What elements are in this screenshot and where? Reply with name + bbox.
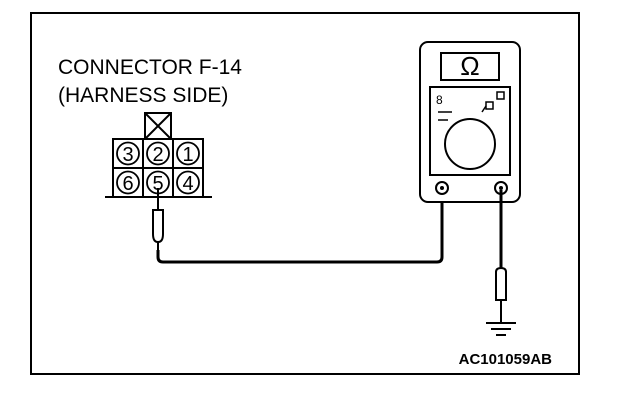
pin-1-label: 1 — [182, 144, 193, 166]
connector-probe-body — [152, 209, 164, 244]
pin-2-circle — [146, 141, 170, 166]
ground-probe — [495, 266, 507, 323]
pin-3-circle — [116, 141, 140, 166]
lead-wire-connector — [156, 190, 444, 264]
pin-2-label: 2 — [152, 144, 163, 166]
pin-4-label: 4 — [182, 173, 193, 195]
connector-lock-cross-b — [144, 112, 172, 140]
ohmmeter-display — [440, 52, 500, 81]
pin-6-label: 6 — [122, 173, 133, 195]
connector-label-line1: CONNECTOR F-14 — [58, 56, 242, 79]
ground-symbol — [486, 322, 516, 336]
ohm-symbol: Ω — [460, 51, 479, 81]
figure-code: AC101059AB — [459, 351, 553, 368]
connector-probe — [152, 188, 164, 250]
pin-4-circle — [176, 170, 200, 195]
ohmmeter-small-square-mid — [485, 101, 494, 110]
pin-1-circle — [176, 141, 200, 166]
ground-probe-body — [495, 266, 507, 301]
ohmmeter-range-mark: 8 — [436, 93, 443, 107]
ohmmeter-tick-right — [481, 105, 487, 113]
ohmmeter-terminal-com-dot — [440, 186, 444, 190]
connector-f14: 3 2 1 6 5 4 — [105, 112, 212, 198]
ohmmeter-small-square-top — [496, 91, 505, 100]
pin-5-label: 5 — [152, 173, 163, 195]
pin-3-label: 3 — [122, 144, 133, 166]
connector-label-line2: (HARNESS SIDE) — [58, 84, 228, 107]
ohmmeter: Ω 8 — [419, 41, 521, 203]
diagram-frame — [30, 12, 580, 375]
ohmmeter-rotary-knob — [444, 118, 496, 170]
pin-6-circle — [116, 170, 140, 195]
ohmmeter-terminal-v-dot — [499, 186, 503, 190]
